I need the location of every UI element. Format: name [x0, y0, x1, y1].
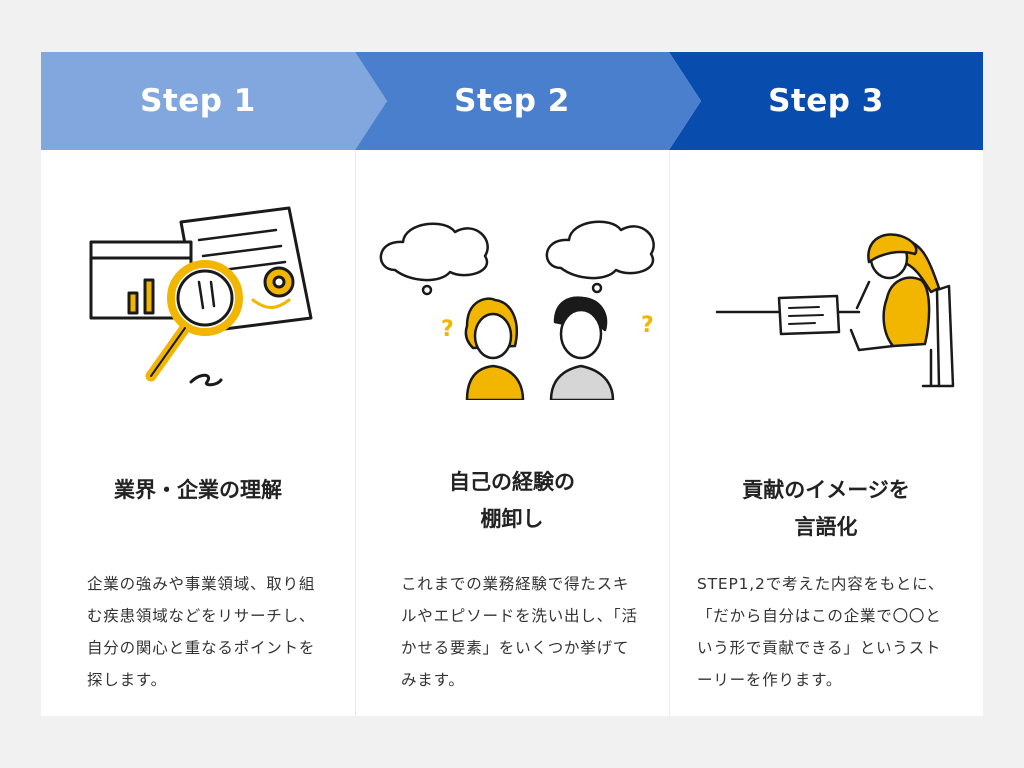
step-3-title-line-2: 言語化: [794, 515, 858, 539]
step-2-label: Step 2: [454, 83, 570, 119]
step-2-description: これまでの業務経験で得たスキルやエピソードを洗い出し、「活かせる要素」をいくつか…: [401, 575, 638, 689]
step-3-card: 貢献のイメージを 言語化 STEP1,2で考えた内容をもとに、「だから自分はこの…: [669, 150, 983, 716]
step-1-title: 業界・企業の理解: [41, 472, 355, 509]
step-2-title-line-2: 棚卸し: [480, 507, 544, 531]
thinking-people-icon: ? ?: [379, 220, 655, 400]
step-1-label: Step 1: [140, 83, 256, 119]
chevron-banner: [41, 52, 983, 150]
step-1-description: 企業の強みや事業領域、取り組む疾患領域などをリサーチし、自分の関心と重なるポイン…: [87, 575, 316, 689]
step-2-card: ? ? 自己の経験の 棚卸し これまでの業務経験で得たスキルやエピソードを洗い出…: [355, 150, 669, 716]
svg-text:?: ?: [441, 317, 454, 342]
step-3-title: 貢献のイメージを 言語化: [669, 472, 983, 546]
column-divider: [669, 150, 670, 716]
step-3-title-line-1: 貢献のイメージを: [742, 478, 910, 502]
step-3-chevron: [669, 52, 983, 150]
svg-text:?: ?: [641, 313, 654, 338]
step-3-description: STEP1,2で考えた内容をもとに、「だから自分はこの企業で〇〇という形で貢献で…: [697, 575, 945, 689]
magnifier-document-icon: [89, 206, 313, 387]
steps-panel: Step 1 Step 2 Step 3: [41, 52, 983, 716]
step-1-card: 業界・企業の理解 企業の強みや事業領域、取り組む疾患領域などをリサーチし、自分の…: [41, 150, 355, 716]
column-divider: [355, 150, 356, 716]
steps-banner: Step 1 Step 2 Step 3: [41, 52, 983, 150]
step-3-label: Step 3: [768, 83, 884, 119]
step-2-title-line-1: 自己の経験の: [449, 470, 575, 494]
step-1-title-line-1: 業界・企業の理解: [114, 478, 282, 502]
writing-woman-icon: [715, 233, 955, 388]
step-2-title: 自己の経験の 棚卸し: [355, 464, 669, 538]
step-1-chevron: [41, 52, 387, 150]
step-2-chevron: [355, 52, 701, 150]
